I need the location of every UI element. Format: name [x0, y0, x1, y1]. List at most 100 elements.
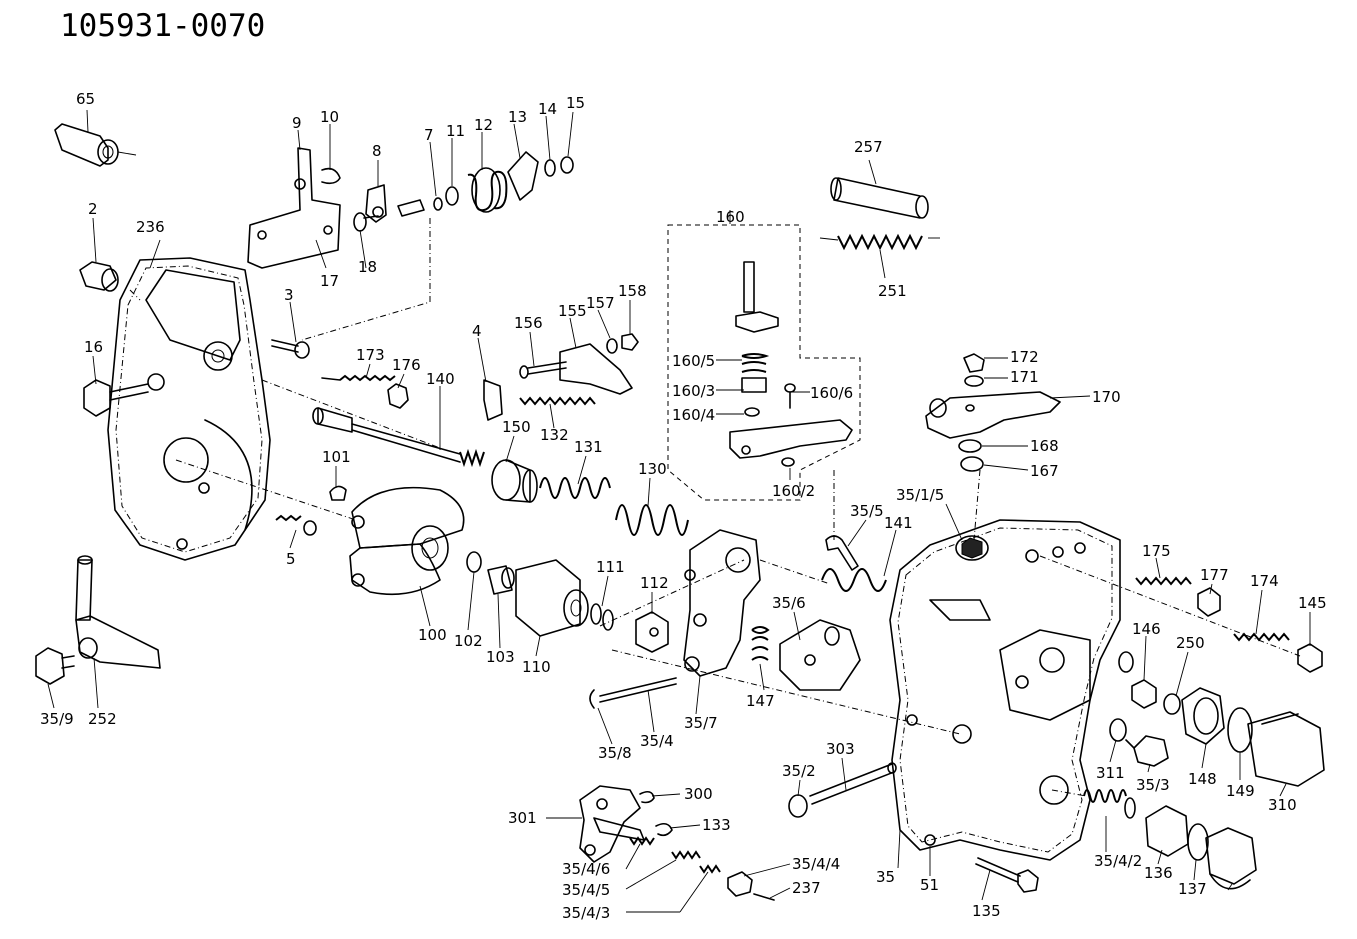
- part-13-plate: [507, 151, 539, 201]
- label-170: 170: [1092, 388, 1121, 406]
- part-washer-small: [1118, 651, 1134, 673]
- label-9: 9: [292, 114, 302, 132]
- part-170-lever: [925, 391, 1061, 439]
- part-35-4-6-spring: [671, 850, 701, 860]
- label-301: 133: [702, 816, 731, 834]
- part-168-washer: [958, 439, 982, 453]
- label-35-4-3: 35/4/4: [792, 855, 840, 873]
- label-13: 13: [508, 108, 527, 126]
- label-160-2: 160/2: [772, 482, 815, 500]
- diagram-title: 105931-0070: [60, 8, 266, 44]
- label-174: 174: [1250, 572, 1279, 590]
- part-35-6-bracket: [779, 619, 861, 691]
- leader-lines: [47, 109, 1311, 913]
- label-35-4: 35/7: [684, 714, 718, 732]
- part-133-screw: [1083, 789, 1136, 819]
- label-35-4-5: 35/4/3: [562, 904, 610, 922]
- label-11: 11: [446, 122, 465, 140]
- label-18: 18: [358, 258, 377, 276]
- label-7: 7: [424, 126, 434, 144]
- label-148: 149: [1226, 782, 1255, 800]
- label-160: 160: [716, 208, 745, 226]
- label-177-b: 145: [1298, 594, 1327, 612]
- label-103: 103: [486, 648, 515, 666]
- label-14: 14: [538, 100, 557, 118]
- part-174-stud: [1233, 632, 1290, 642]
- part-172-nut: [963, 353, 985, 373]
- part-158-nut: [621, 333, 639, 351]
- label-252: 35/9: [40, 710, 74, 728]
- label-133: 35/4/2: [1094, 852, 1142, 870]
- part-156-screw: [519, 361, 567, 379]
- label-102: 102: [454, 632, 483, 650]
- part-149-cap: [1247, 711, 1325, 787]
- alignment-lines: [129, 218, 1301, 797]
- label-176: 176: [392, 356, 421, 374]
- part-236-governor-housing: [107, 257, 271, 561]
- part-35-4-5-screw: [699, 864, 721, 874]
- part-8-lever: [365, 184, 387, 223]
- part-16-bolt: [83, 379, 149, 417]
- part-160-5-shaft: [729, 261, 853, 467]
- label-145: 146: [1132, 620, 1161, 638]
- label-311: 35/3: [1136, 776, 1170, 794]
- part-175-stud: [1135, 576, 1192, 586]
- label-35-3: 35/2: [782, 762, 816, 780]
- label-35: 51: [920, 876, 939, 894]
- label-35-2: 303: [826, 740, 855, 758]
- part-303-clip: [639, 790, 655, 804]
- label-173: 173: [356, 346, 385, 364]
- part-2-plug: [79, 261, 119, 292]
- label-136: 137: [1178, 880, 1207, 898]
- part-102-ring: [466, 551, 482, 573]
- label-167: 167: [1030, 462, 1059, 480]
- label-141: 141: [884, 514, 913, 532]
- part-12-spring: [467, 167, 508, 213]
- part-147-nut: [1181, 687, 1225, 745]
- part-101-key: [329, 485, 347, 501]
- label-135: 136: [1144, 864, 1173, 882]
- label-51: 135: [972, 902, 1001, 920]
- part-35-2-rod: [809, 762, 897, 805]
- part-65-fitting: [54, 123, 137, 167]
- label-4: 4: [472, 322, 482, 340]
- part-310-washer: [1109, 718, 1127, 742]
- label-35-9: 35/8: [598, 744, 632, 762]
- label-251: 251: [878, 282, 907, 300]
- part-35-3-plug: [788, 794, 808, 818]
- label-12: 12: [474, 116, 493, 134]
- part-131-spring: [539, 477, 611, 499]
- label-157: 157: [586, 294, 615, 312]
- part-35-8-pin: [599, 677, 677, 703]
- label-35-1-5: 35/1/5: [896, 486, 944, 504]
- label-171: 171: [1010, 368, 1039, 386]
- label-5: 5: [286, 550, 296, 568]
- part-167-ring: [960, 456, 984, 472]
- part-100-flyweights: [349, 486, 465, 596]
- label-16: 16: [84, 338, 103, 356]
- part-10-clip: [321, 167, 341, 185]
- part-300-lever: [579, 785, 645, 863]
- part-35-governor-housing: [889, 519, 1121, 861]
- part-35-7-spring: [751, 626, 770, 661]
- part-130-spring: [615, 504, 689, 536]
- part-171-washer: [964, 375, 984, 387]
- label-15: 15: [566, 94, 585, 112]
- part-155-plate: [559, 343, 633, 395]
- label-35-5: 35/5: [850, 502, 884, 520]
- part-7-pin: [397, 197, 443, 217]
- label-35-4-4: 237: [792, 879, 821, 897]
- part-112-block: [635, 611, 669, 653]
- label-172: 172: [1010, 348, 1039, 366]
- part-176-nut: [387, 383, 409, 409]
- label-111: 111: [596, 558, 625, 576]
- part-136-washer: [1187, 823, 1209, 861]
- part-301-clip: [655, 822, 673, 837]
- label-236: 236: [136, 218, 165, 236]
- label-160-6: 160/6: [810, 384, 853, 402]
- part-5-screw: [275, 514, 317, 536]
- label-112: 112: [640, 574, 669, 592]
- part-140-shaft: [312, 407, 485, 468]
- label-35-7: 147: [746, 692, 775, 710]
